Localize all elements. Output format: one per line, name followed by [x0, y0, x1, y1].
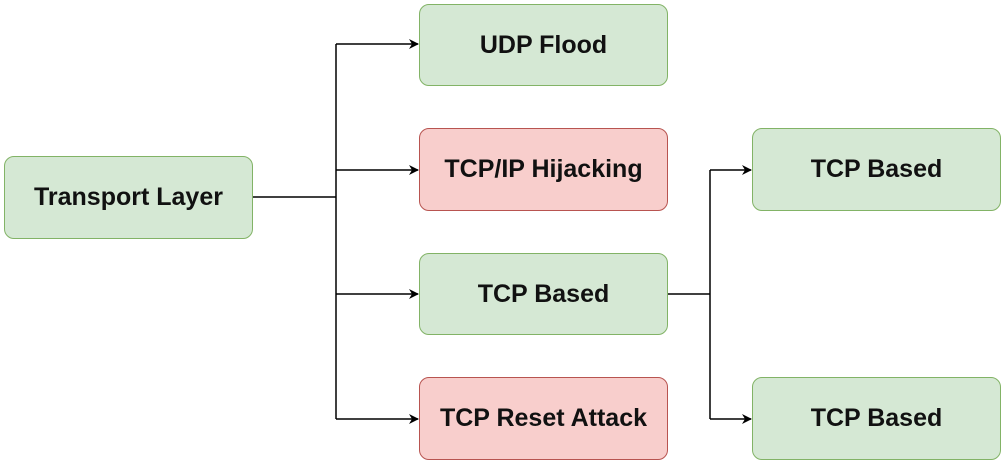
- node-tcp-reset-attack: TCP Reset Attack: [419, 377, 668, 460]
- node-tcp-based-top-right: TCP Based: [752, 128, 1001, 211]
- node-udp-flood: UDP Flood: [419, 4, 668, 86]
- node-tcp-based-middle: TCP Based: [419, 253, 668, 335]
- node-tcp-based-bottom-right: TCP Based: [752, 377, 1001, 460]
- node-transport-layer: Transport Layer: [4, 156, 253, 239]
- node-tcpip-hijacking: TCP/IP Hijacking: [419, 128, 668, 211]
